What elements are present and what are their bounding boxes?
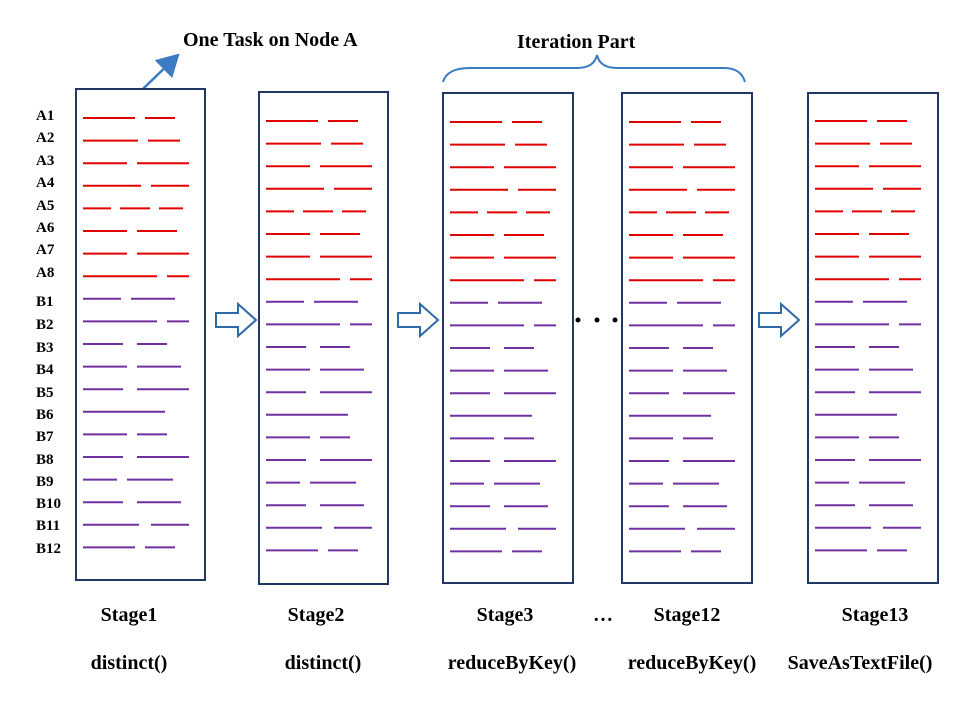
row-label-b4: B4 (36, 362, 54, 378)
row-label-a8: A8 (36, 265, 55, 281)
row-label-b5: B5 (36, 385, 54, 401)
row-label-b9: B9 (36, 474, 54, 490)
row-label-a5: A5 (36, 198, 55, 214)
row-label-b2: B2 (36, 317, 54, 333)
stage-op-5: SaveAsTextFile() (787, 652, 933, 674)
stage-box-1 (75, 88, 206, 581)
ellipsis-label: … (593, 604, 613, 626)
row-label-b6: B6 (36, 407, 54, 423)
flow-arrow-2 (397, 301, 440, 339)
stage-box-5 (807, 92, 939, 584)
record-lines (83, 117, 921, 553)
stage-op-3: reduceByKey() (447, 652, 577, 674)
stage-op-2: distinct() (284, 652, 362, 674)
stage-box-2 (258, 91, 389, 585)
row-label-b11: B11 (36, 518, 61, 534)
row-label-a2: A2 (36, 130, 55, 146)
row-label-b12: B12 (36, 541, 62, 557)
iteration-part-label: Iteration Part (517, 31, 636, 53)
stage-name-1: Stage1 (100, 604, 158, 626)
row-label-b8: B8 (36, 452, 54, 468)
stage-op-4: reduceByKey() (627, 652, 757, 674)
stage-name-4: Stage12 (653, 604, 721, 626)
ellipsis-dots (575, 317, 618, 323)
stage-name-5: Stage13 (841, 604, 909, 626)
row-label-a1: A1 (36, 108, 55, 124)
iteration-brace (442, 54, 746, 83)
row-label-a7: A7 (36, 242, 55, 258)
flow-arrow-1 (215, 301, 258, 339)
stage-op-1: distinct() (90, 652, 168, 674)
row-label-b3: B3 (36, 340, 54, 356)
row-label-b10: B10 (36, 496, 62, 512)
row-label-a4: A4 (36, 175, 55, 191)
row-label-b1: B1 (36, 294, 54, 310)
stage-box-3 (442, 92, 574, 584)
row-label-a3: A3 (36, 153, 55, 169)
task-annotation: One Task on Node A (183, 29, 358, 51)
stage-name-3: Stage3 (476, 604, 534, 626)
flow-arrow-3 (758, 301, 801, 339)
row-label-a6: A6 (36, 220, 55, 236)
stage-name-2: Stage2 (287, 604, 345, 626)
row-label-b7: B7 (36, 429, 54, 445)
stage-box-4 (621, 92, 753, 584)
